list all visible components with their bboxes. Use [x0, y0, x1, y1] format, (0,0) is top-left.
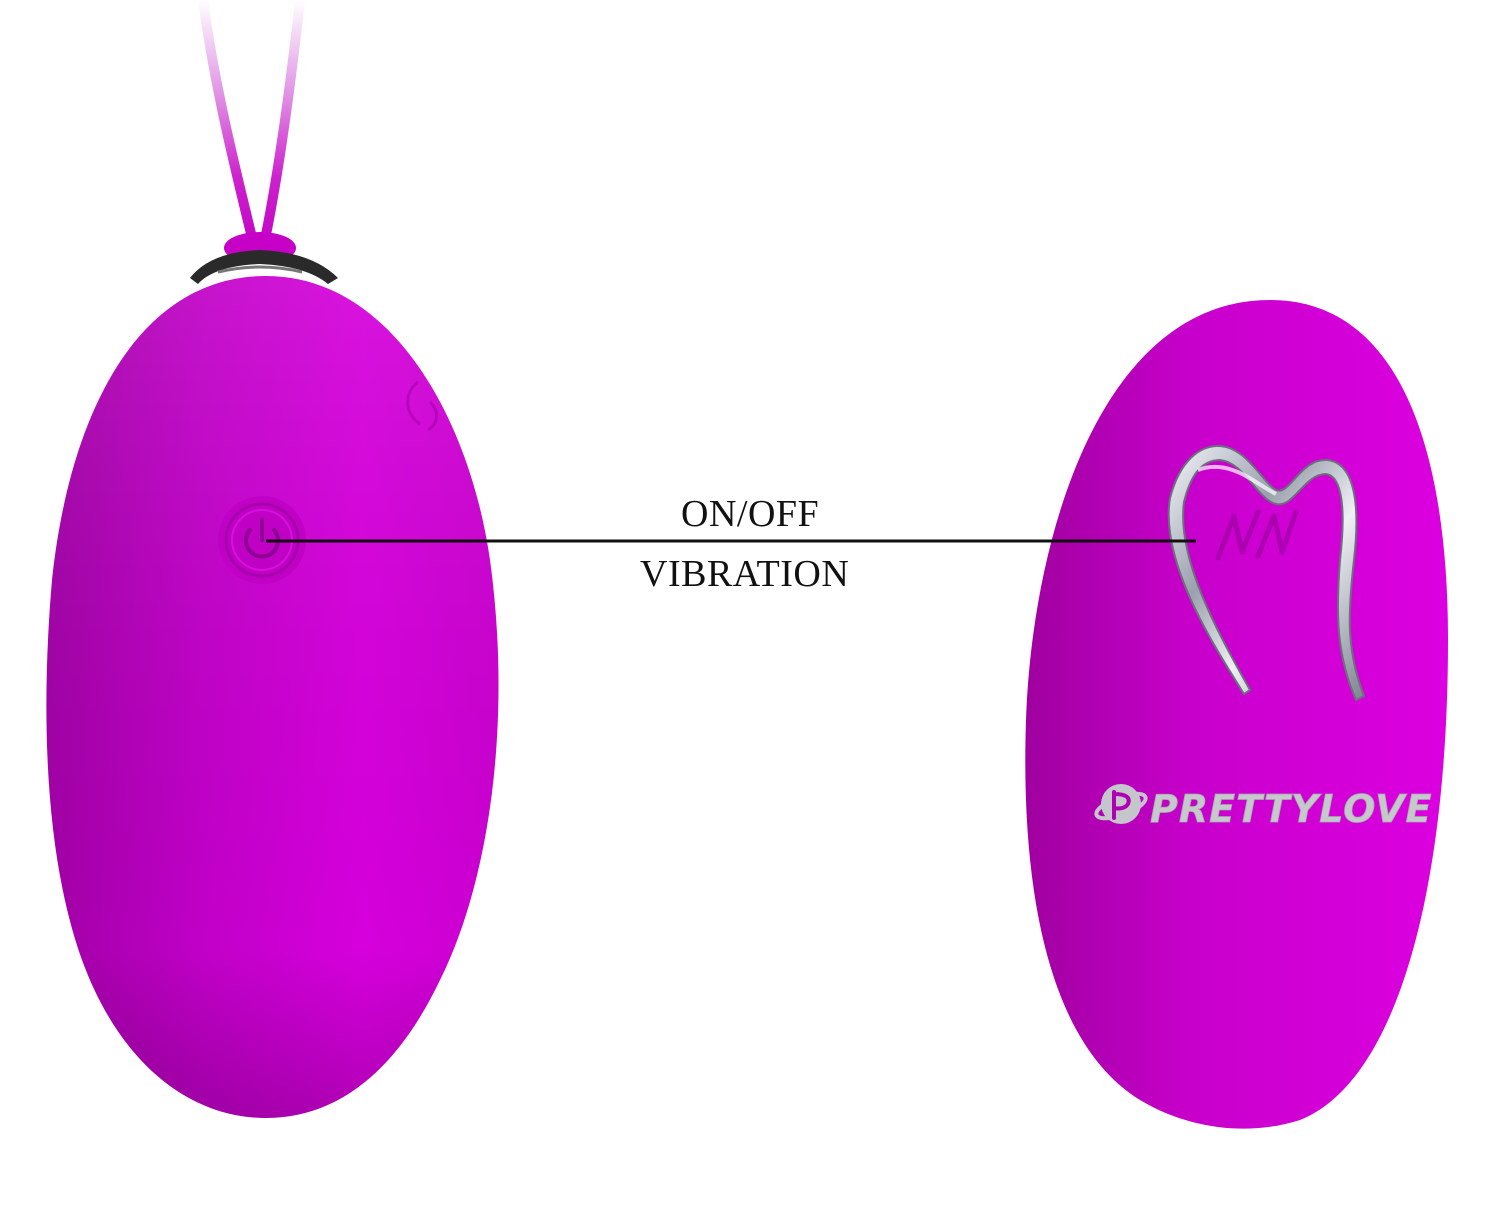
wave-icon[interactable] — [1215, 509, 1299, 561]
egg-body-left — [46, 276, 499, 1118]
cord — [198, 0, 305, 259]
brand-logo-icon — [1094, 784, 1148, 824]
brand-logo: PRETTYLOVE — [1094, 784, 1432, 831]
rotate-icon — [406, 380, 438, 432]
brand-logo-text: PRETTYLOVE — [1150, 787, 1432, 831]
power-icon — [244, 518, 280, 559]
metal-bracket — [1167, 444, 1366, 702]
power-button[interactable] — [218, 496, 306, 584]
top-ring — [190, 250, 338, 284]
remote-body-right — [1025, 300, 1448, 1129]
on-off-label: ON/OFF — [681, 493, 820, 535]
vibration-label: VIBRATION — [640, 553, 850, 595]
